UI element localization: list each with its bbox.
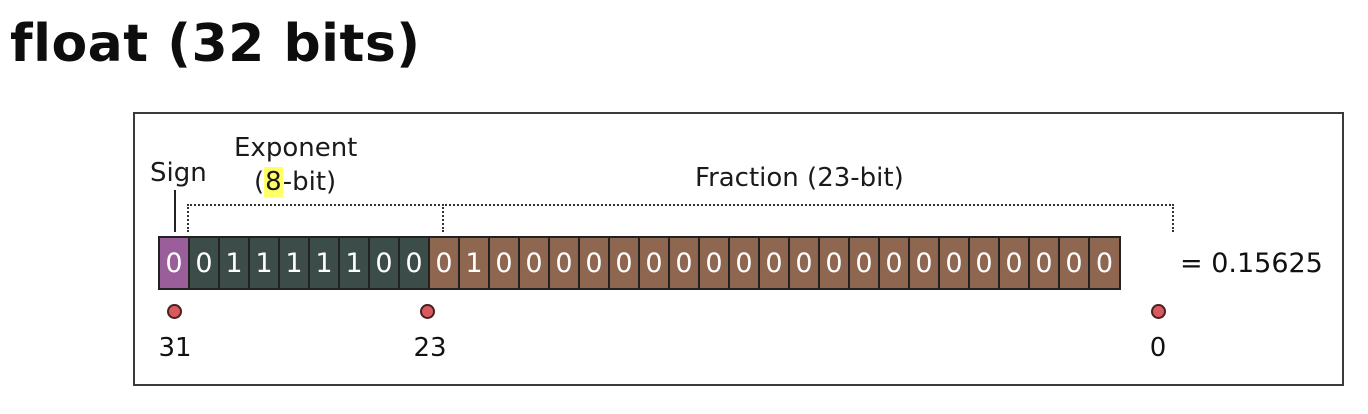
fraction-bit-0: 0 (1090, 238, 1121, 288)
exponent-width-label: (8-bit) (254, 167, 336, 197)
exponent-bit-28: 1 (250, 238, 280, 288)
fraction-bit-15: 0 (640, 238, 670, 288)
fraction-bracket (442, 204, 1174, 232)
fraction-bit-3: 0 (1000, 238, 1030, 288)
exponent-close-paren: -bit) (282, 167, 337, 197)
decimal-result: = 0.15625 (1180, 248, 1323, 279)
bit-index-31: 31 (158, 333, 192, 363)
fraction-bit-13: 0 (700, 238, 730, 288)
fraction-bit-20: 0 (490, 238, 520, 288)
fraction-bit-8: 0 (850, 238, 880, 288)
fraction-bit-17: 0 (580, 238, 610, 288)
fraction-bit-2: 0 (1030, 238, 1060, 288)
fraction-bit-9: 0 (820, 238, 850, 288)
fraction-bit-18: 0 (550, 238, 580, 288)
bit-marker-23 (420, 304, 435, 319)
exponent-bit-25: 1 (340, 238, 370, 288)
bit-index-0: 0 (1149, 333, 1167, 363)
fraction-bit-22: 0 (430, 238, 460, 288)
bit-marker-0 (1151, 304, 1166, 319)
fraction-bit-16: 0 (610, 238, 640, 288)
fraction-bit-5: 0 (940, 238, 970, 288)
fraction-bit-12: 0 (730, 238, 760, 288)
exponent-bit-30: 0 (190, 238, 220, 288)
fraction-bit-1: 0 (1060, 238, 1090, 288)
bit-index-23: 23 (413, 333, 447, 363)
fraction-bit-21: 1 (460, 238, 490, 288)
fraction-bit-10: 0 (790, 238, 820, 288)
fraction-label: Fraction (23-bit) (695, 163, 904, 193)
sign-pointer (174, 190, 176, 232)
sign-label: Sign (150, 158, 207, 188)
exponent-width-highlight: 8 (264, 167, 283, 197)
exponent-bit-27: 1 (280, 238, 310, 288)
exponent-open-paren: ( (254, 167, 265, 197)
exponent-bit-23: 0 (400, 238, 430, 288)
fraction-bit-19: 0 (520, 238, 550, 288)
fraction-bit-4: 0 (970, 238, 1000, 288)
fraction-bit-11: 0 (760, 238, 790, 288)
fraction-bit-14: 0 (670, 238, 700, 288)
sign-bit-31: 0 (160, 238, 190, 288)
exponent-bit-26: 1 (310, 238, 340, 288)
exponent-bit-24: 0 (370, 238, 400, 288)
fraction-bit-6: 0 (910, 238, 940, 288)
exponent-label: Exponent (234, 133, 358, 163)
fraction-bit-7: 0 (880, 238, 910, 288)
exponent-bit-29: 1 (220, 238, 250, 288)
bit-marker-31 (167, 304, 182, 319)
page-title: float (32 bits) (10, 14, 421, 74)
exponent-bracket (187, 204, 444, 232)
